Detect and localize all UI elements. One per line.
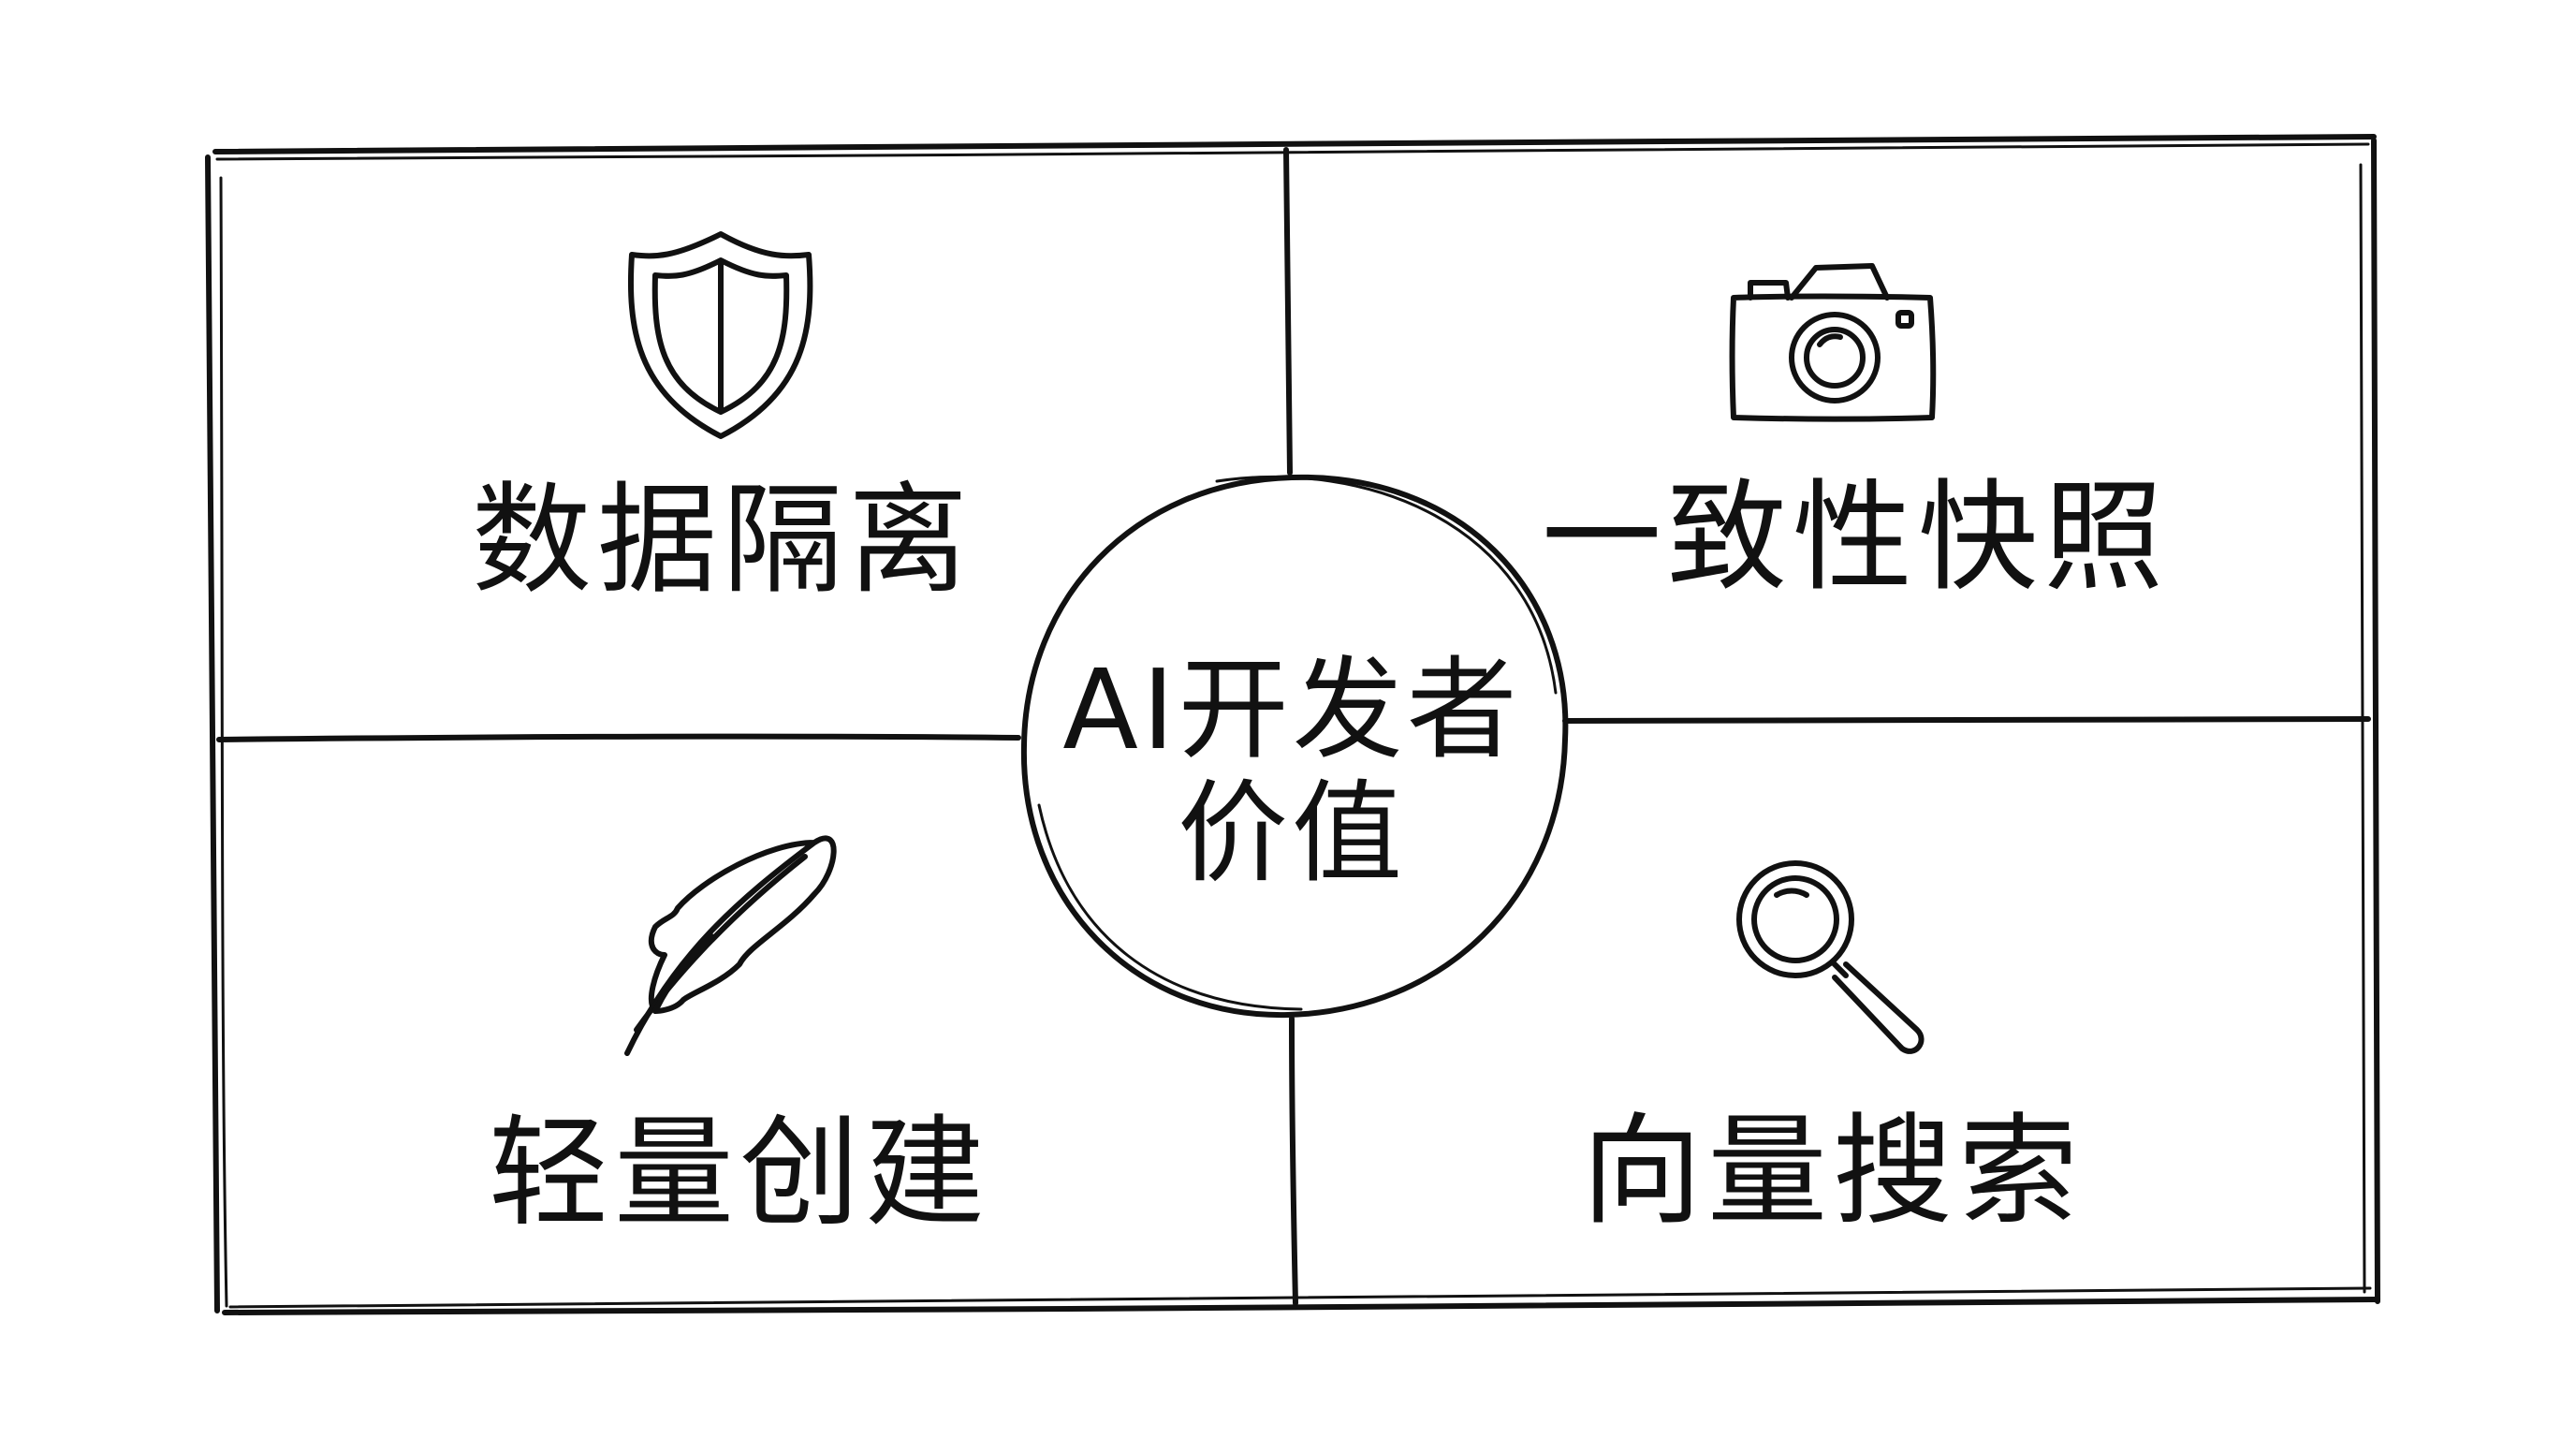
label-vector-search: 向量搜索 (1581, 1102, 2085, 1241)
label-data-isolation: 数据隔离 (471, 471, 974, 610)
shield-icon (627, 231, 813, 439)
label-lightweight-creation: 轻量创建 (488, 1104, 991, 1243)
label-consistency-snapshot: 一致性快照 (1541, 468, 2170, 608)
quadrant-dividers (216, 147, 2371, 1306)
center-title: AI开发者 价值 (1062, 648, 1521, 895)
center-title-line-2: 价值 (1177, 769, 1406, 898)
center-circle (1020, 474, 1569, 1019)
outer-frame (205, 134, 2380, 1315)
camera-icon (1729, 263, 1937, 422)
feather-icon (624, 835, 837, 1056)
magnifier-icon (1736, 860, 1925, 1054)
center-title-line-1: AI开发者 (1062, 644, 1521, 774)
